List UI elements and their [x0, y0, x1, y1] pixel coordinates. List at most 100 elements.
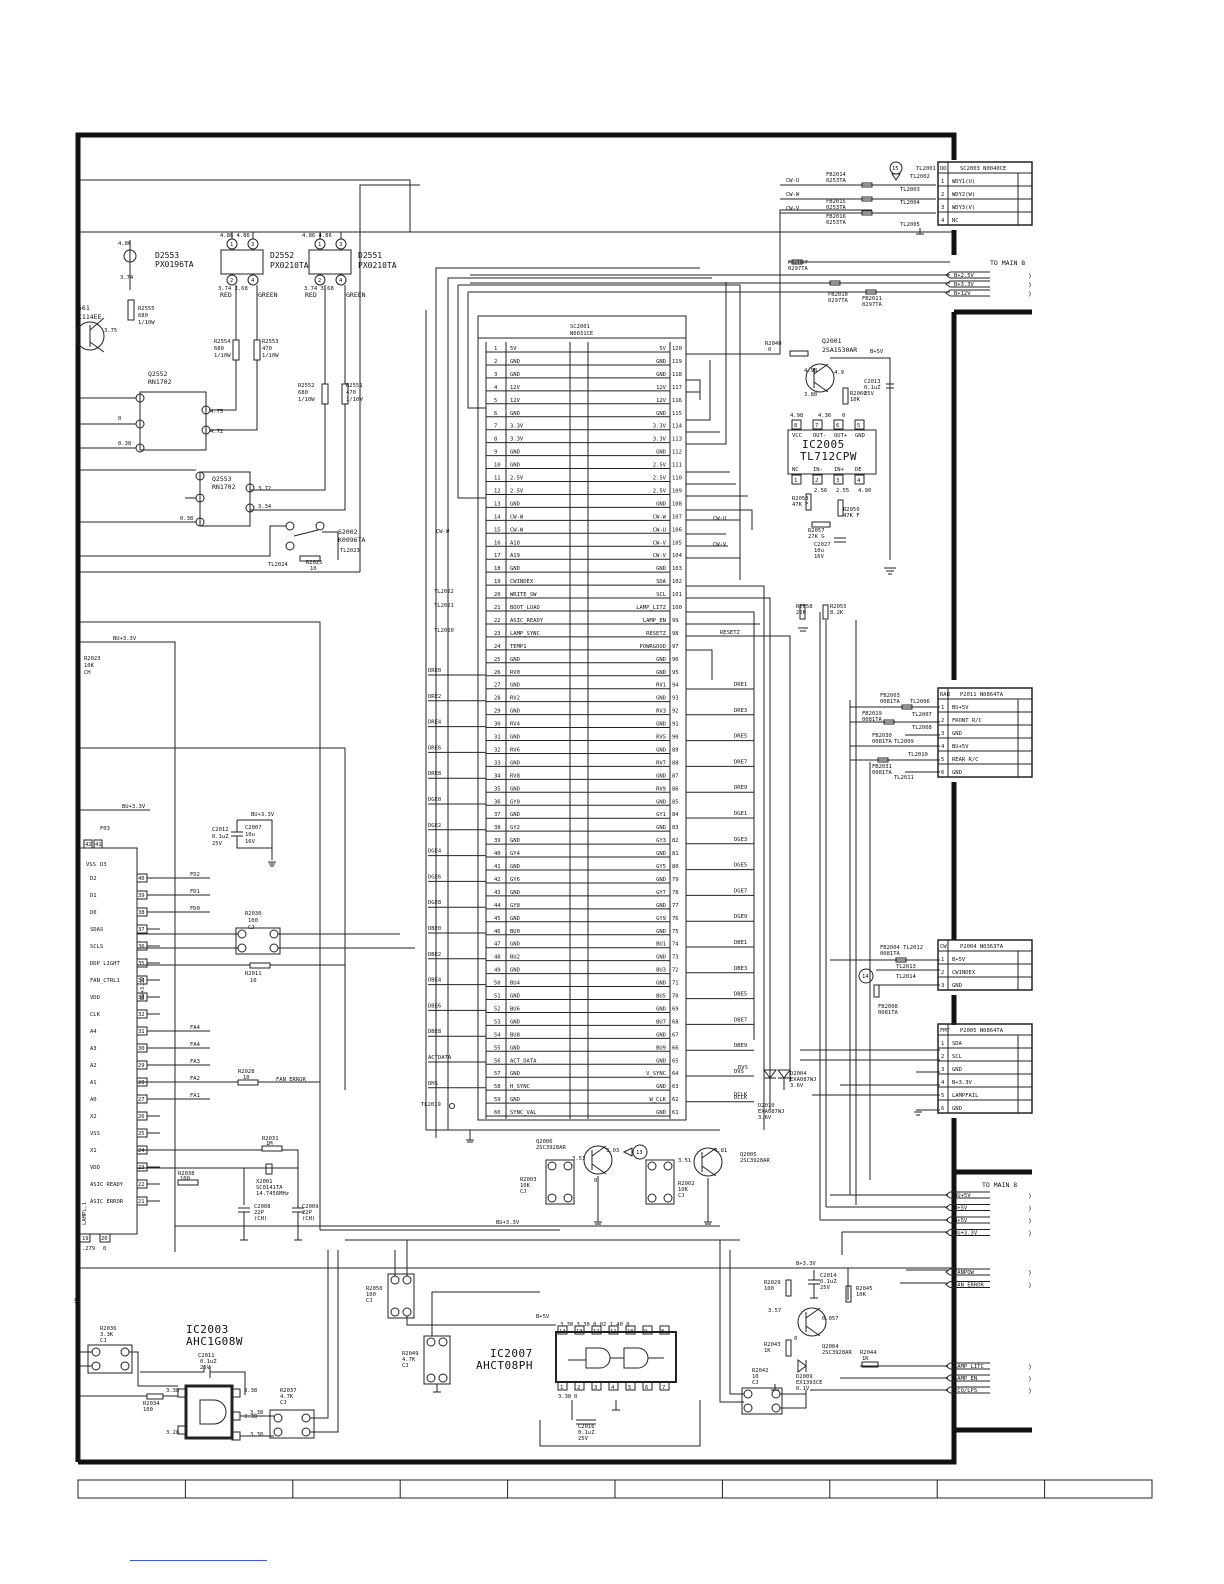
sc2001-name-left: GND	[510, 359, 520, 365]
sc2001-pin-right: 97	[672, 644, 679, 650]
bus-left-label: DRE2	[428, 694, 441, 700]
sc2001-pin-left: 23	[494, 631, 501, 637]
svg-text:R2553: R2553	[262, 339, 279, 345]
q2552-ref: Q2552	[148, 370, 168, 378]
ic2005-pin-top-num: 6	[836, 423, 839, 429]
sc2001-name-left: RV2	[510, 696, 520, 702]
sc2001-name-left: GND	[510, 968, 520, 974]
svg-text:FB2011: FB2011	[862, 296, 882, 302]
svg-text:25V: 25V	[578, 1436, 589, 1442]
sc2001-pin-left: 25	[494, 657, 501, 663]
q2006-ref: Q2006	[536, 1139, 553, 1145]
tl-top-label: TL2005	[900, 222, 920, 228]
ic2007-pin-bottom	[591, 1381, 602, 1391]
sc2001-name-right: CW-W	[653, 514, 667, 520]
sc2001-name-left: GY4	[510, 851, 521, 857]
sc2001-pin-left: 13	[494, 501, 501, 507]
ic2007-pin-top	[557, 1325, 568, 1335]
svg-text:TL2011: TL2011	[894, 775, 914, 781]
net-bracket: )	[1028, 290, 1032, 298]
sc2001-name-left: ASIC_READY	[510, 618, 544, 624]
sc2001-name-right: GND	[656, 411, 666, 417]
sc2001-name-right: 2.5V	[653, 476, 667, 482]
svg-text:DCLK: DCLK	[734, 1092, 748, 1098]
svg-text:FB2010: FB2010	[828, 292, 848, 298]
d2009-v: 0.1V	[796, 1386, 810, 1392]
sc2001-pin-left: 46	[494, 929, 501, 935]
sc2001-name-left: GND	[510, 1045, 520, 1051]
tl-top-label: TL2003	[900, 187, 920, 193]
footer-link-line	[130, 1560, 267, 1561]
d2552-part: PX0210TA	[270, 261, 309, 270]
sc2001-pin-left: 24	[494, 644, 501, 650]
svg-text:4.86 4.86: 4.86 4.86	[302, 233, 332, 239]
sc2001-name-left: GND	[510, 450, 520, 456]
p2005-pin-num: 2	[941, 1054, 944, 1060]
sc2001-name-right: GND	[656, 773, 666, 779]
asic-pin-name: SCLS	[90, 944, 103, 950]
svg-text:3.38 3.38 0.02 1.40 0: 3.38 3.38 0.02 1.40 0	[560, 1322, 630, 1328]
sc2001-pin-left: 6	[494, 411, 497, 417]
q2004-ref: Q2004	[822, 1344, 839, 1350]
sc2001-pin-right: 104	[672, 553, 683, 559]
sc2001-pin-left: 2	[494, 359, 497, 365]
svg-text:3.38: 3.38	[166, 1388, 179, 1394]
ic2007-pin-bottom	[659, 1381, 670, 1391]
net-flag	[945, 280, 990, 288]
svg-text:R2042: R2042	[752, 1368, 769, 1374]
sc2001-name-left: GND	[510, 760, 520, 766]
svg-text:16V: 16V	[245, 839, 256, 845]
svg-text:561: 561	[78, 304, 90, 312]
sc2001-name-right: RV9	[656, 786, 666, 792]
net-bracket: )	[1028, 1375, 1032, 1383]
sc2001-name-right: GY5	[656, 864, 666, 870]
svg-text:TL2019: TL2019	[421, 1102, 441, 1108]
svg-text:0.1uZ: 0.1uZ	[864, 385, 881, 391]
svg-text:C2007: C2007	[245, 825, 262, 831]
sc2001-name-left: GY8	[510, 903, 520, 909]
asic-pin-name: ASIC ERROR	[90, 1199, 124, 1205]
svg-text:5: 5	[74, 1297, 78, 1305]
sc2001-name-left: GND	[510, 709, 520, 715]
p2011-ref: P2011 N0864TA	[960, 692, 1004, 698]
svg-text:3.28: 3.28	[166, 1430, 179, 1436]
svg-text:0297TA: 0297TA	[788, 266, 809, 272]
p2005-pin-num: 3	[941, 1067, 944, 1073]
ic2007-pin-top-num: 9	[644, 1329, 647, 1335]
sc2001-name-left: GND	[510, 501, 520, 507]
asic-pin-name: D2	[90, 876, 97, 882]
marker-13: 13	[636, 1150, 643, 1156]
fan-error-label: FAN_ERROR	[276, 1077, 306, 1083]
sc2001-pin-right: 80	[672, 864, 679, 870]
asic-pin-net: FA2	[190, 1076, 200, 1082]
ic2005-pin-bottom-num: 3	[836, 478, 839, 484]
sc2001-pin-left: 60	[494, 1110, 501, 1116]
q2001-part: 2SA1530AR	[822, 346, 857, 354]
svg-text:4.86: 4.86	[118, 241, 131, 247]
svg-text:CJ: CJ	[520, 1189, 527, 1195]
bus-right-label: DRE7	[734, 759, 747, 765]
net-label: B+5V	[954, 1218, 968, 1224]
svg-text:F03: F03	[100, 826, 110, 832]
sc2001-part: N0031CE	[570, 331, 593, 337]
sc2001-pin-right: 120	[672, 346, 682, 352]
svg-text:1/10W: 1/10W	[214, 353, 231, 359]
net-bracket: )	[1028, 1230, 1032, 1238]
sc2001-pin-right: 117	[672, 385, 682, 391]
asic-pin-name: DDP LIGHT	[90, 961, 120, 967]
asic-pin-number: 37	[138, 927, 145, 933]
sc2003-pin-num: 3	[941, 205, 944, 211]
p2011-pin-name: BU+5V	[952, 744, 969, 750]
svg-text:0.1uZ: 0.1uZ	[200, 1359, 217, 1365]
svg-text:4.75: 4.75	[210, 409, 223, 415]
sc2001-pin-right: 101	[672, 592, 682, 598]
svg-text:R2055: R2055	[830, 604, 847, 610]
sc2001-name-right: GND	[656, 696, 666, 702]
sc2001-ref: SC2001	[570, 324, 590, 330]
sc2001-pin-left: 7	[494, 424, 497, 430]
p2005-ref: P2005 N0864TA	[960, 1028, 1004, 1034]
bus-left-label: DBE0	[428, 926, 441, 932]
net-bracket: )	[1028, 1269, 1032, 1277]
